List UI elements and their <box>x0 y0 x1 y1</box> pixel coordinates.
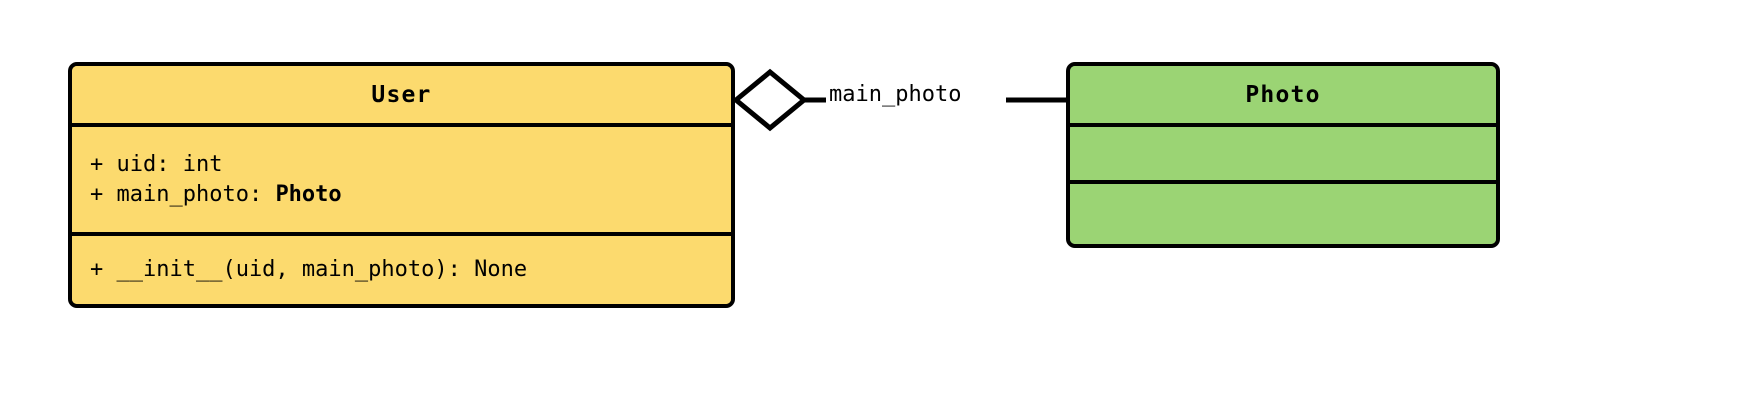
uml-class-photo-methods <box>1070 180 1496 244</box>
uml-attribute-main-photo: + main_photo: Photo <box>90 180 719 210</box>
uml-class-user-title: User <box>72 66 731 123</box>
uml-relationship-label-main-photo: main_photo <box>826 82 965 108</box>
uml-class-photo[interactable]: Photo <box>1066 62 1500 248</box>
uml-class-photo-title: Photo <box>1070 66 1496 123</box>
uml-attribute-main-photo-type: Photo <box>275 181 342 207</box>
uml-method-init: + __init__(uid, main_photo): None <box>90 257 528 282</box>
uml-attribute-uid: + uid: int <box>90 151 223 177</box>
uml-class-user[interactable]: User + uid: int + main_photo: Photo + __… <box>68 62 735 308</box>
aggregation-diamond-icon <box>732 68 808 132</box>
uml-class-user-methods: + __init__(uid, main_photo): None <box>72 232 731 304</box>
uml-class-user-attributes: + uid: int + main_photo: Photo <box>72 123 731 232</box>
uml-attribute-main-photo-prefix: + main_photo: <box>90 181 276 207</box>
uml-class-photo-attributes <box>1070 123 1496 180</box>
